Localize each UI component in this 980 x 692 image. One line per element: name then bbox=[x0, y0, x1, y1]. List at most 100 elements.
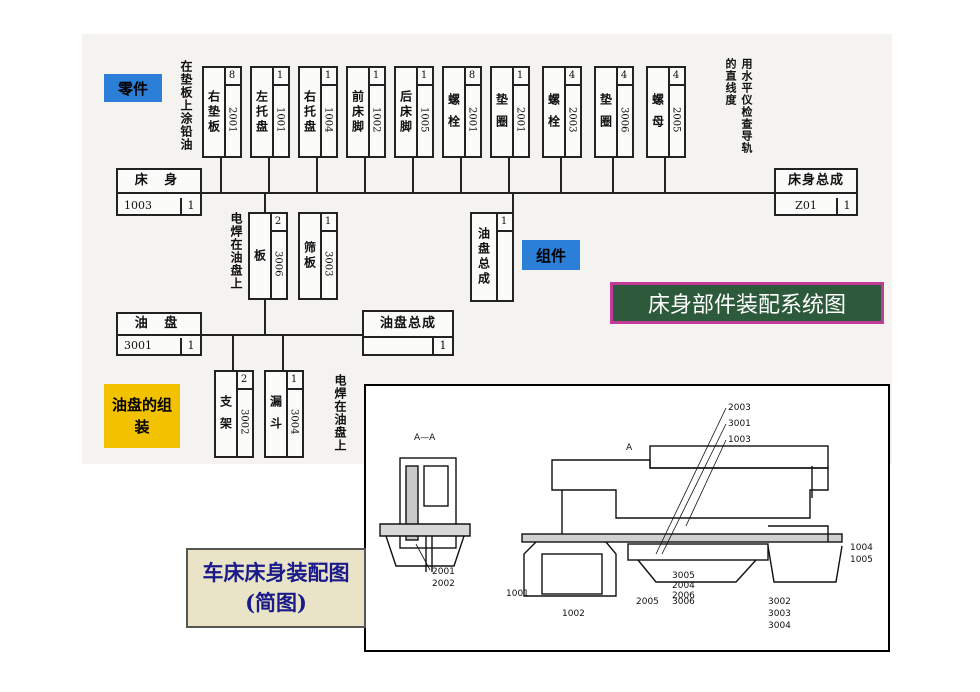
part-box: 螺 母 4 2005 bbox=[646, 66, 686, 158]
parts-tag: 零件 bbox=[104, 74, 162, 102]
part-box: 左托盘 1 1001 bbox=[250, 66, 290, 158]
component-qty: 1 bbox=[496, 214, 512, 232]
part-qty: 2 bbox=[270, 214, 286, 232]
assembly-drawing: A—A 2001 2002 A 2003 30 bbox=[364, 384, 890, 652]
oilpan-assembly-qty: 1 bbox=[439, 339, 447, 352]
section-label: A—A bbox=[414, 433, 436, 443]
section-view bbox=[379, 457, 471, 572]
final-assembly-code: Z01 bbox=[776, 198, 838, 214]
base-part-code: 1003 bbox=[118, 198, 182, 214]
part-qty: 1 bbox=[320, 68, 336, 86]
part-qty: 4 bbox=[616, 68, 632, 86]
connector bbox=[316, 156, 318, 192]
callout-top-2: 3001 bbox=[728, 419, 751, 429]
connector bbox=[220, 156, 222, 192]
part-code: 1004 bbox=[322, 107, 334, 133]
component-connector-line bbox=[512, 192, 514, 214]
oilpan-assembly-box: 油盘总成 1 bbox=[362, 310, 454, 356]
assembly-drawing-svg: A—A 2001 2002 A 2003 30 bbox=[379, 403, 873, 631]
leader-line bbox=[685, 439, 727, 527]
callout-bottom-3: 2005 bbox=[636, 597, 659, 607]
oilpan-part-code: 3001 bbox=[118, 338, 182, 354]
connector bbox=[232, 334, 234, 370]
base-part-qty: 1 bbox=[187, 199, 195, 212]
part-name: 右托盘 bbox=[300, 68, 322, 156]
part-box: 垫 圈 1 2001 bbox=[490, 66, 530, 158]
part-name: 筛板 bbox=[300, 214, 322, 298]
part-name: 前床脚 bbox=[348, 68, 370, 156]
main-assembly-line bbox=[200, 192, 776, 194]
connector bbox=[268, 156, 270, 192]
callout-bottom-4: 3006 bbox=[672, 597, 695, 607]
part-qty: 1 bbox=[512, 68, 528, 86]
part-code: 3002 bbox=[238, 409, 250, 435]
part-box: 螺 栓 4 2003 bbox=[542, 66, 582, 158]
callout-left-1: 2001 bbox=[432, 567, 455, 577]
component-name: 油盘总成 bbox=[472, 214, 498, 300]
connector bbox=[664, 156, 666, 192]
part-name: 垫 圈 bbox=[596, 68, 618, 156]
arrow-label: A bbox=[626, 443, 633, 453]
connector bbox=[460, 156, 462, 192]
components-tag: 组件 bbox=[522, 240, 580, 270]
oilpan-assembly-code bbox=[364, 338, 434, 354]
part-box: 前床脚 1 1002 bbox=[346, 66, 386, 158]
part-qty: 1 bbox=[368, 68, 384, 86]
final-assembly-box: 床身总成 Z01 1 bbox=[774, 168, 858, 216]
callout-top-1: 2003 bbox=[728, 403, 751, 413]
leader-line bbox=[655, 407, 727, 555]
oilpan-assembly-tag: 油盘的组装 bbox=[104, 384, 180, 448]
part-name: 左托盘 bbox=[252, 68, 274, 156]
callout-left-2: 2002 bbox=[432, 579, 455, 589]
part-code: 1005 bbox=[418, 107, 430, 133]
final-assembly-name: 床身总成 bbox=[776, 170, 856, 194]
part-name: 右垫板 bbox=[204, 68, 226, 156]
base-part-name: 床 身 bbox=[118, 170, 200, 194]
part-code: 3004 bbox=[288, 409, 300, 435]
part-code: 2001 bbox=[226, 107, 238, 133]
part-qty: 2 bbox=[236, 372, 252, 390]
part-qty: 8 bbox=[464, 68, 480, 86]
callout-bottom-6: 2004 bbox=[672, 581, 695, 591]
bottom-part-box: 漏 斗 1 3004 bbox=[264, 370, 304, 458]
callout-bottom-10: 3004 bbox=[768, 621, 791, 631]
system-diagram-title: 床身部件装配系统图 bbox=[610, 282, 884, 324]
connector bbox=[282, 334, 284, 370]
part-code: 3003 bbox=[322, 251, 334, 277]
part-name: 螺 栓 bbox=[444, 68, 466, 156]
connector bbox=[412, 156, 414, 192]
part-code: 2003 bbox=[566, 107, 578, 133]
oilpan-part-qty: 1 bbox=[187, 339, 195, 352]
part-box: 右垫板 8 2001 bbox=[202, 66, 242, 158]
component-box: 油盘总成 1 bbox=[470, 212, 514, 302]
part-name: 支 架 bbox=[216, 372, 238, 456]
part-box: 右托盘 1 1004 bbox=[298, 66, 338, 158]
mid-part-box: 筛板 1 3003 bbox=[298, 212, 338, 300]
callout-bottom-2: 1002 bbox=[562, 609, 585, 619]
note-weld-top: 电焊在油盘上 bbox=[229, 212, 243, 290]
callout-bottom-7: 2006 bbox=[672, 591, 695, 601]
leader-line bbox=[415, 543, 431, 571]
mid-part-box: 板 2 3006 bbox=[248, 212, 288, 300]
part-box: 螺 栓 8 2001 bbox=[442, 66, 482, 158]
callout-bottom-8: 3002 bbox=[768, 597, 791, 607]
callout-right-2: 1005 bbox=[850, 555, 873, 565]
part-name: 垫 圈 bbox=[492, 68, 514, 156]
part-name: 漏 斗 bbox=[266, 372, 288, 456]
part-qty: 1 bbox=[416, 68, 432, 86]
part-qty: 1 bbox=[286, 372, 302, 390]
note-weld-bottom: 电焊在油盘上 bbox=[333, 374, 347, 452]
part-qty: 8 bbox=[224, 68, 240, 86]
part-code: 3006 bbox=[618, 107, 630, 133]
note-pad-grease: 在垫板上涂铅油 bbox=[179, 60, 193, 151]
oilpan-assembly-name: 油盘总成 bbox=[364, 312, 452, 338]
base-part-box: 床 身 1003 1 bbox=[116, 168, 202, 216]
oilpan-part-box: 油 盘 3001 1 bbox=[116, 312, 202, 356]
bottom-part-box: 支 架 2 3002 bbox=[214, 370, 254, 458]
callout-bottom-5: 3005 bbox=[672, 571, 695, 581]
part-name: 螺 栓 bbox=[544, 68, 566, 156]
final-assembly-qty: 1 bbox=[843, 199, 851, 212]
part-code: 3006 bbox=[272, 251, 284, 277]
part-qty: 4 bbox=[668, 68, 684, 86]
part-qty: 1 bbox=[320, 214, 336, 232]
